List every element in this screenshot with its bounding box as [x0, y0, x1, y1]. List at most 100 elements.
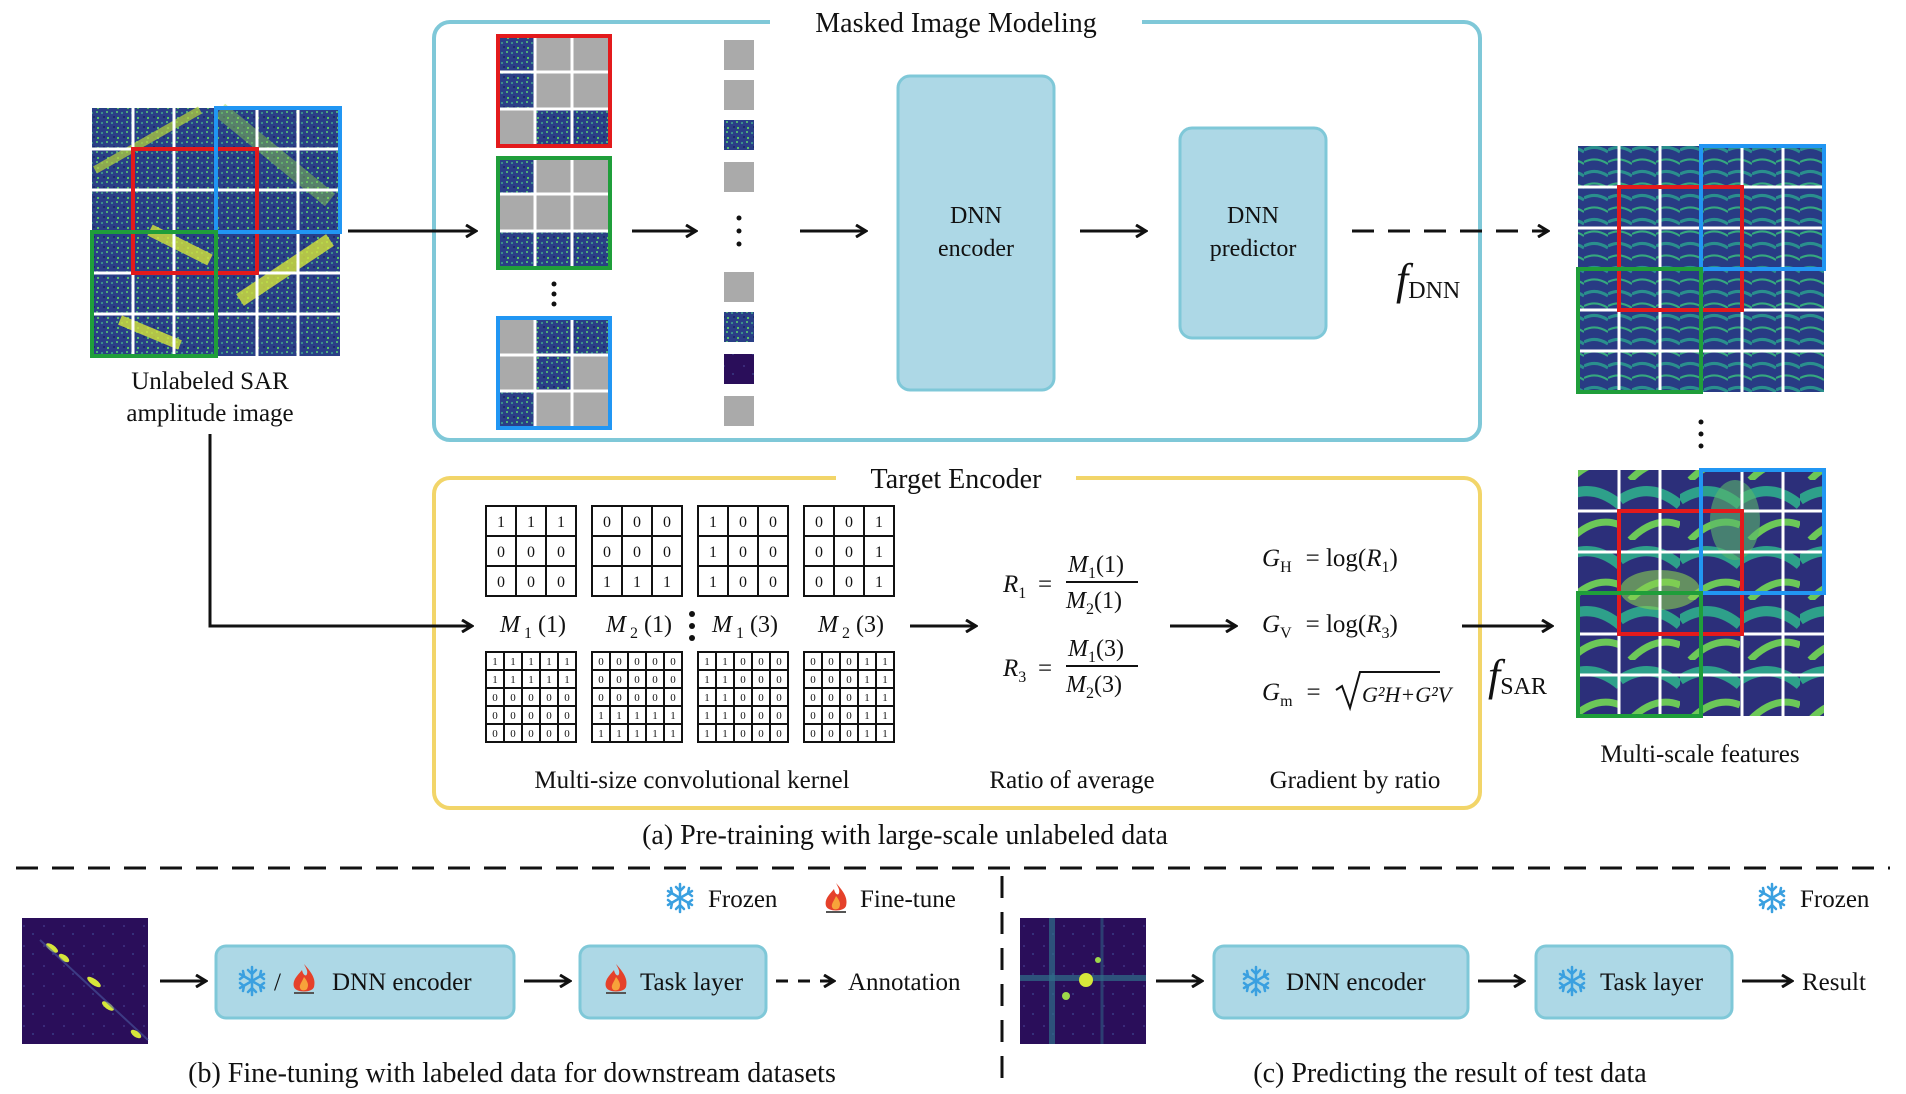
kernel-cell-value: 0 — [776, 656, 782, 668]
c-task-layer-box — [1534, 944, 1734, 1020]
ratio-formula-r3: R3 = M1(3) M2(3) — [1002, 636, 1138, 702]
kernel-cell-value: 1 — [634, 728, 640, 740]
kernel-cell-value: 0 — [616, 674, 622, 686]
kernel-cell-value: 0 — [815, 514, 823, 531]
kernel-cell-value: 0 — [670, 674, 676, 686]
kernel-cell-value: 1 — [875, 574, 883, 591]
kernel-cell-value: 0 — [810, 710, 816, 722]
kernel-cell-value: 0 — [527, 544, 535, 561]
kernel-cell-value: 1 — [633, 574, 641, 591]
te-title: Target Encoder — [871, 464, 1043, 495]
legend-snowflake-icon — [666, 882, 694, 914]
kernel-cell-value: 1 — [704, 674, 710, 686]
blue-crop-box — [214, 106, 342, 234]
kernel-cell-value: 0 — [776, 692, 782, 704]
kernel-cell-value: 0 — [510, 728, 516, 740]
svg-text:M1(3): M1(3) — [1067, 636, 1124, 666]
kernel-cell-value: 1 — [557, 514, 565, 531]
caption-a: (a) Pre-training with large-scale unlabe… — [642, 820, 1168, 851]
kernel-cell-value: 0 — [492, 710, 498, 722]
kernel-cell-value: 0 — [815, 544, 823, 561]
kernel-cell-value: 0 — [740, 692, 746, 704]
kernel-cell-value: 0 — [776, 728, 782, 740]
kernel-cell-value: 1 — [875, 514, 883, 531]
legend-snowflake-icon-c — [1758, 882, 1786, 914]
feature-map-coarse — [1576, 468, 1826, 718]
b-task-layer-box — [578, 944, 768, 1020]
kernel-cell-value: 1 — [882, 656, 888, 668]
svg-text:Gm=: Gm= — [1262, 679, 1321, 710]
finetune-input-image — [22, 918, 149, 1044]
kernel-cell-value: 1 — [875, 544, 883, 561]
svg-text:M2(3): M2(3) — [1065, 672, 1122, 702]
kernel-cell-value: 1 — [864, 728, 870, 740]
kernel-cell-value: 1 — [709, 544, 717, 561]
gradient-formula-gh: GH= log(R1) — [1262, 545, 1398, 576]
kernel-cell-value: 0 — [740, 728, 746, 740]
kernel-label-2: M 2 (1) — [605, 612, 672, 642]
kernel-cell-value: 1 — [528, 656, 534, 668]
kernel-cell-value: 0 — [557, 574, 565, 591]
kernel-cell-value: 1 — [722, 692, 728, 704]
kernel-cell-value: 0 — [598, 692, 604, 704]
kernel-cell-value: 0 — [603, 544, 611, 561]
kernel-cell-value: 0 — [846, 674, 852, 686]
c-output-label: Result — [1802, 969, 1866, 996]
kernel-cell-value: 1 — [634, 710, 640, 722]
kernel-cell-value: 1 — [492, 674, 498, 686]
legend-frozen-b: Frozen — [708, 886, 778, 913]
kernel-cell-value: 0 — [528, 710, 534, 722]
kernel-cell-value: 0 — [845, 574, 853, 591]
gradient-caption: Gradient by ratio — [1270, 767, 1441, 794]
kernel-cell-value: 1 — [704, 728, 710, 740]
kernel-cell-value: 0 — [546, 692, 552, 704]
kernel-cell-value: 1 — [510, 656, 516, 668]
b-task-label: Task layer — [640, 969, 744, 996]
kernel-cell-value: 0 — [810, 728, 816, 740]
target-encoder-frame — [432, 476, 1482, 810]
kernel-cell-value: 1 — [670, 728, 676, 740]
kernel-cell-value: 0 — [740, 656, 746, 668]
kernel-cell-value: 0 — [769, 544, 777, 561]
kernel-cell-value: 0 — [846, 728, 852, 740]
kernel-cell-value: 0 — [828, 728, 834, 740]
b-encoder-separator: / — [274, 969, 281, 996]
encoder-label-line1: DNN — [950, 203, 1002, 229]
kernel-cell-value: 1 — [564, 656, 570, 668]
kernel-cell-value: 0 — [546, 728, 552, 740]
kernel-cell-value: 1 — [864, 674, 870, 686]
predictor-label-line1: DNN — [1227, 203, 1279, 229]
legend-fire-icon — [824, 882, 848, 913]
mim-title: Masked Image Modeling — [815, 8, 1097, 39]
kernel-cell-value: 1 — [564, 674, 570, 686]
feature-ellipsis — [1698, 419, 1704, 449]
kernel-cell-value: 0 — [634, 656, 640, 668]
kernel-cell-value: 0 — [616, 692, 622, 704]
gm-radicand: G²H+G²V — [1362, 682, 1454, 707]
svg-text:GH= log(R1): GH= log(R1) — [1262, 545, 1398, 576]
arrow-input-to-target-encoder — [208, 434, 472, 626]
kernel-cell-value: 1 — [882, 728, 888, 740]
multi-scale-features-label: Multi-scale features — [1600, 741, 1799, 768]
kernel-cell-value: 0 — [739, 574, 747, 591]
kernel-cell-value: 0 — [846, 692, 852, 704]
kernel-cell-value: 0 — [845, 514, 853, 531]
kernel-cell-value: 0 — [740, 710, 746, 722]
kernel-caption: Multi-size convolutional kernel — [534, 767, 849, 794]
kernel-cell-value: 0 — [758, 656, 764, 668]
input-sar-image — [90, 103, 342, 358]
kernel-cell-value: 1 — [652, 728, 658, 740]
kernel-cell-value: 0 — [497, 574, 505, 591]
f-dnn-symbol: fDNN — [1396, 255, 1460, 304]
svg-text:=: = — [1038, 571, 1052, 598]
kernel-cell-value: 1 — [709, 574, 717, 591]
kernel-cell-value: 0 — [663, 514, 671, 531]
kernel-cell-value: 1 — [864, 656, 870, 668]
kernel-cell-value: 0 — [758, 692, 764, 704]
